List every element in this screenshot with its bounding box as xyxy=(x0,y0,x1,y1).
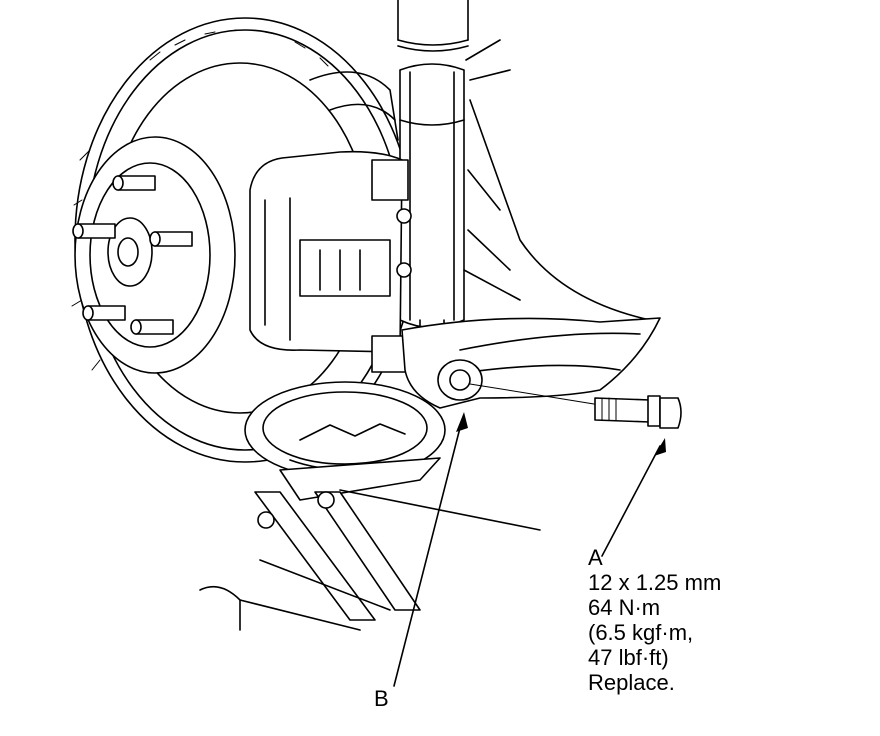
callout-a-letter: A xyxy=(588,545,603,570)
callout-a-torque-lbfft: 47 lbf·ft) xyxy=(588,645,669,670)
callout-a-size: 12 x 1.25 mm xyxy=(588,570,722,595)
brake-caliper xyxy=(249,150,412,373)
wheel-hub xyxy=(74,136,236,374)
callout-b: B xyxy=(374,686,389,711)
callout-b-letter: B xyxy=(374,686,389,711)
jack-stand xyxy=(199,489,541,631)
arrowhead-a xyxy=(654,438,666,456)
spring-seat xyxy=(244,381,446,501)
callout-a: A 12 x 1.25 mm 64 N·m (6.5 kgf·m, 47 lbf… xyxy=(588,545,721,695)
callout-a-replace: Replace. xyxy=(588,670,675,695)
shock-absorber xyxy=(397,0,511,351)
wheel-studs xyxy=(72,175,193,335)
callout-a-torque-kgfm: (6.5 kgf·m, xyxy=(588,620,694,645)
leader-line-b xyxy=(393,419,463,687)
arrowhead-b xyxy=(456,412,468,432)
lower-arm xyxy=(401,317,661,409)
bolt-a xyxy=(469,383,682,429)
callout-a-torque-nm: 64 N·m xyxy=(588,595,661,620)
leader-line-a xyxy=(601,445,661,557)
knuckle xyxy=(309,71,651,321)
